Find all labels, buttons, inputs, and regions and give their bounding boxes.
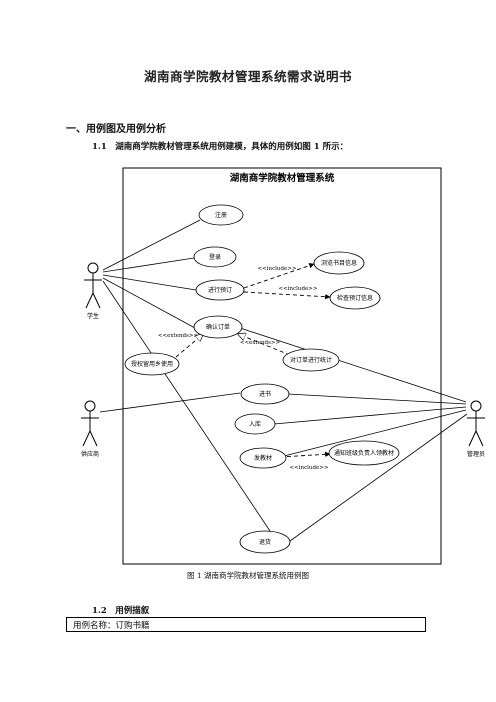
assoc-student-return (102, 280, 281, 547)
figure-caption: 图 1 湖南商学院教材管理系统用例图 (186, 571, 310, 580)
extends-label-1: <<extends>> (158, 333, 199, 339)
usecase-return (239, 530, 291, 554)
assoc-supplier-stockin (99, 392, 241, 413)
assoc-student-reserve (102, 274, 197, 291)
include-label-3: <<include>> (290, 465, 329, 471)
assoc-return-admin (289, 413, 468, 542)
usecase-return-label: 退货 (259, 538, 271, 546)
assoc-distribute-admin (279, 409, 467, 458)
assoc-student-login (102, 257, 195, 273)
assoc-student-register (102, 219, 201, 271)
usecase-login-label: 登录 (209, 253, 221, 261)
include-check (243, 291, 331, 300)
usecase-distribute (239, 447, 287, 469)
include-label-2: <<include>> (279, 286, 318, 292)
section-heading-1: 一、用例图及用例分析 (66, 124, 166, 135)
usecase-confirm (193, 315, 243, 339)
system-title: 湖南商学院教材管理系统 (230, 172, 335, 184)
usecase-table-row: 用例名称：订购书籍 (66, 617, 426, 632)
associations (99, 219, 468, 547)
usecase-browse-label: 浏览书目信息 (321, 259, 357, 267)
actor-admin-label: 管理员 (467, 450, 485, 458)
assoc-warehouse-admin (273, 406, 467, 425)
usecase-browse (313, 251, 365, 275)
usecase-notify-label: 通知班级负责人领教材 (334, 449, 394, 457)
usecase-stockin-label: 进书 (259, 390, 271, 398)
usecase-reserve-label: 进行预订 (208, 286, 232, 294)
section-heading-1-2: 1.2 用例描叙 (92, 606, 150, 616)
usecase-warehouse-label: 入库 (249, 420, 261, 428)
usecase-register (198, 204, 244, 226)
include-label-1: <<include>> (258, 266, 297, 272)
usecase-distribute-label: 发教材 (254, 454, 272, 462)
usecase-auth (124, 352, 180, 376)
include-notify (279, 451, 331, 458)
actor-student-label: 学生 (87, 312, 99, 320)
actor-admin (467, 400, 485, 447)
extends-auth (175, 334, 203, 358)
usecase-register-label: 注册 (215, 211, 227, 219)
usecase-warehouse (234, 413, 276, 435)
usecase-login (193, 246, 237, 268)
assoc-confirm-admin (239, 327, 467, 403)
section-heading-1-1: 1.1 湖南商学院教材管理系统用例建模，具体的用例如图 1 所示： (92, 142, 349, 152)
extends-label-2: <<extends>> (240, 340, 281, 346)
actor-supplier (81, 400, 99, 447)
usecase-check-label: 检查预订信息 (337, 294, 373, 302)
usecase-stockin (240, 383, 290, 405)
usecase-confirm-label: 确认订单 (206, 323, 230, 331)
assoc-student-confirm (102, 277, 196, 329)
actor-student (84, 262, 102, 309)
usecase-check (329, 286, 381, 310)
document-title: 湖南商学院教材管理系统需求说明书 (143, 69, 352, 84)
usecase-stats (282, 348, 340, 372)
include-browse (243, 263, 315, 289)
system-boundary (122, 167, 442, 565)
usecase-stats-label: 对订单进行统计 (290, 356, 332, 364)
actor-supplier-label: 供应商 (81, 450, 99, 458)
assoc-stockin-admin (287, 393, 467, 405)
usecase-auth-label: 授权留用乡使用 (131, 360, 173, 368)
usecase-reserve (195, 279, 245, 301)
extends-stats (238, 334, 291, 356)
usecase-notify (328, 440, 400, 466)
